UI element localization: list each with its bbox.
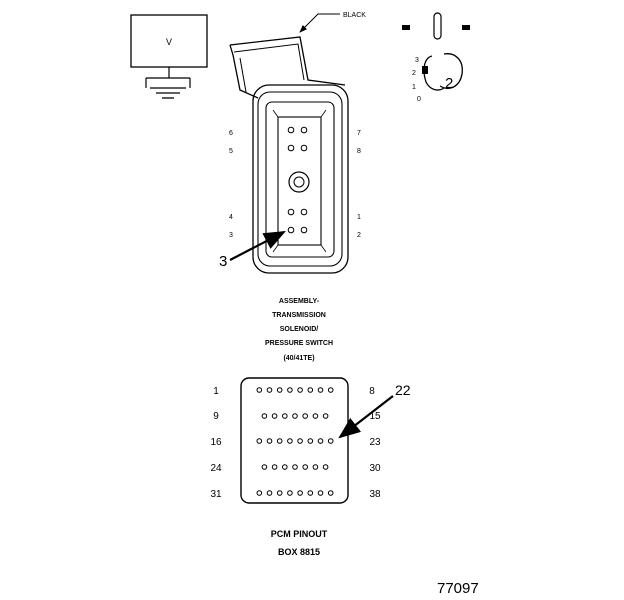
pcm-pin-hole xyxy=(307,438,314,444)
switch-position: 0 xyxy=(417,96,421,103)
pcm-pin-hole xyxy=(276,387,283,393)
pcm-pin-hole xyxy=(256,438,263,444)
pcm-pin-hole xyxy=(271,464,278,470)
harness-color-label: BLACK xyxy=(343,12,366,19)
switch-position: 2 xyxy=(412,70,416,77)
pin-number: 1 xyxy=(357,214,361,221)
pin-number: 5 xyxy=(229,148,233,155)
pcm-pin-number: 31 xyxy=(210,489,222,500)
pcm-pin-hole xyxy=(276,490,283,496)
pcm-pin-hole xyxy=(322,413,329,419)
connector-pin-hole xyxy=(300,144,308,152)
pcm-pin-hole xyxy=(317,438,324,444)
connector-title-line: PRESSURE SWITCH xyxy=(265,340,333,347)
connector-title-line: SOLENOID/ xyxy=(280,326,319,333)
pin-number: 7 xyxy=(357,130,361,137)
pcm-pin-hole xyxy=(312,413,319,419)
harness-color-callout: BLACK xyxy=(299,12,366,33)
pcm-pin-hole xyxy=(317,490,324,496)
connector-pin-hole xyxy=(287,126,295,134)
connector-pin-hole xyxy=(300,208,308,216)
pcm-pin-hole xyxy=(266,490,273,496)
pcm-pin-hole xyxy=(282,464,288,470)
pcm-pin-hole xyxy=(327,438,334,444)
pcm-title: PCM PINOUT BOX 8815 xyxy=(271,529,328,557)
pin-number: 3 xyxy=(229,232,233,239)
connector-pin-labels: 6 5 4 3 7 8 1 2 xyxy=(229,130,361,239)
pcm-pin-hole xyxy=(292,464,298,470)
pcm-pin-hole xyxy=(297,387,303,393)
pcm-pin-hole xyxy=(297,490,303,496)
pcm-pin-hole xyxy=(312,464,319,470)
pcm-pin-hole xyxy=(287,490,293,496)
pcm-pin-hole xyxy=(271,413,278,419)
pcm-pin-hole xyxy=(282,413,288,419)
switch-position: 3 xyxy=(415,57,419,64)
pcm-pin-number: 24 xyxy=(210,463,222,474)
connector-pin-hole xyxy=(287,144,295,152)
pcm-pin-number: 1 xyxy=(213,386,219,397)
pcm-pin-number: 30 xyxy=(369,463,381,474)
connector-title: ASSEMBLY- TRANSMISSION SOLENOID/ PRESSUR… xyxy=(265,298,333,362)
pcm-title-text: PCM PINOUT xyxy=(271,529,328,539)
pcm-pin-hole xyxy=(256,387,263,393)
pcm-pin-hole xyxy=(261,464,268,470)
connector-pin-hole xyxy=(287,208,295,216)
connector-pin-holes xyxy=(287,126,308,234)
pcm-pin-number: 16 xyxy=(210,437,222,448)
pcm-pin-hole xyxy=(287,438,293,444)
pcm-pin-hole xyxy=(302,413,309,419)
pcm-pin-number: 15 xyxy=(369,411,381,422)
switch-icon: 3 2 1 0 2 xyxy=(402,12,470,103)
pcm-pin-hole xyxy=(261,413,268,419)
pcm-pin-hole xyxy=(287,387,293,393)
voltmeter-label: V xyxy=(166,37,172,47)
pcm-connector xyxy=(240,377,349,504)
connector-pin-hole xyxy=(300,126,308,134)
pcm-pin-holes xyxy=(256,387,334,496)
figure-id: 77097 xyxy=(437,580,479,597)
pcm-pin-labels: 1 9 16 24 31 8 15 23 30 38 xyxy=(210,386,381,500)
ground-symbol xyxy=(150,87,186,99)
pcm-pin-hole xyxy=(276,438,283,444)
connector-pin-hole xyxy=(287,226,295,234)
pcm-pin-hole xyxy=(297,438,303,444)
callout-number: 3 xyxy=(219,253,227,270)
pcm-pin-hole xyxy=(307,490,314,496)
pcm-pin-hole xyxy=(256,490,263,496)
wire-harness xyxy=(229,36,346,99)
pin-number: 2 xyxy=(357,232,361,239)
pin-number: 4 xyxy=(229,214,233,221)
pin-number: 8 xyxy=(357,148,361,155)
pcm-pin-hole xyxy=(266,438,273,444)
switch-callout-number: 2 xyxy=(445,75,453,92)
pcm-callout-number: 22 xyxy=(395,382,411,398)
pcm-pin-number: 23 xyxy=(369,437,381,448)
solenoid-connector xyxy=(252,84,349,274)
pin-number: 6 xyxy=(229,130,233,137)
switch-position: 1 xyxy=(412,84,416,91)
pcm-pin-number: 38 xyxy=(369,489,381,500)
pcm-callout: 22 xyxy=(338,382,411,439)
pcm-pin-hole xyxy=(322,464,329,470)
pcm-pin-number: 9 xyxy=(213,411,219,422)
pcm-pin-hole xyxy=(307,387,314,393)
pcm-pin-hole xyxy=(292,413,298,419)
pcm-pin-hole xyxy=(327,387,334,393)
pcm-pin-hole xyxy=(317,387,324,393)
voltmeter: V xyxy=(130,14,208,88)
pcm-pin-hole xyxy=(302,464,309,470)
pcm-subtitle-text: BOX 8815 xyxy=(278,547,320,557)
connector-pin-hole xyxy=(300,226,308,234)
connector-title-line: ASSEMBLY- xyxy=(279,298,320,305)
pcm-pin-hole xyxy=(266,387,273,393)
pcm-pin-number: 8 xyxy=(369,386,375,397)
connector-callout: 3 xyxy=(219,230,286,270)
connector-title-line: TRANSMISSION xyxy=(272,312,326,319)
connector-title-line: (40/41TE) xyxy=(283,355,314,362)
pcm-pin-hole xyxy=(327,490,334,496)
